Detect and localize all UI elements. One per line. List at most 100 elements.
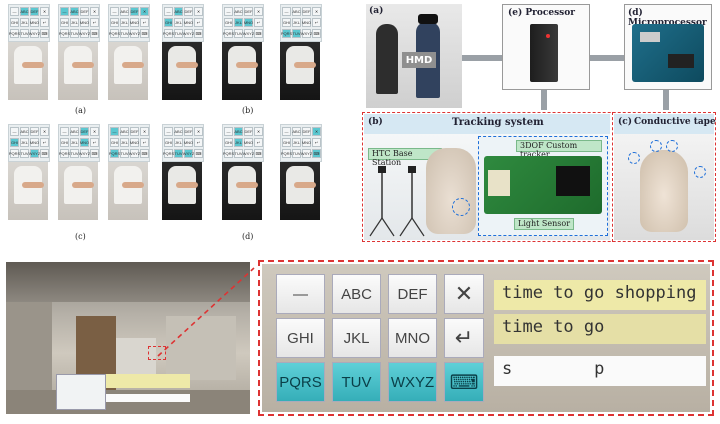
key-jkl[interactable]: JKL [332, 318, 381, 358]
gloved-hand [426, 148, 476, 234]
thumb-key: WXYZ [78, 29, 91, 38]
mini-keyboard [56, 374, 106, 410]
thumb-key: TUV [70, 149, 79, 158]
thumb-key: DEF [244, 7, 253, 16]
thumb-key: JKL [20, 18, 29, 27]
tracking-title: Tracking system [452, 117, 544, 128]
thumb-key: GHI [60, 18, 69, 27]
thumb-key: ⌨ [140, 29, 149, 38]
thumb-key: WXYZ [28, 149, 41, 158]
key-tuv[interactable]: TUV [332, 362, 381, 402]
gesture-photo [8, 162, 48, 220]
thumb-key: ✕ [140, 7, 149, 16]
key-pqrs-label: PQRS [279, 373, 322, 391]
key-keyboard-toggle[interactable]: ⌨ [444, 362, 484, 402]
thumb-key: DEF [130, 7, 139, 16]
mini-input-panel [106, 394, 190, 402]
thumb-key: — [282, 127, 291, 136]
key-wxyz[interactable]: WXYZ [388, 362, 437, 402]
key-space[interactable]: — [276, 274, 325, 314]
suggestion-2[interactable]: time to go [494, 314, 706, 344]
glove-hand [640, 150, 688, 232]
thumb-key: TUV [20, 149, 29, 158]
conductive-label: (c) [618, 117, 632, 127]
thumb-key: ↵ [312, 138, 321, 147]
thumb-key: ✕ [194, 127, 203, 136]
thumb-key: PQRS [58, 149, 71, 158]
thumb-key: TUV [234, 149, 243, 158]
pcb-icon [484, 156, 602, 214]
thumb-key: DEF [80, 7, 89, 16]
thumb-key: DEF [244, 127, 253, 136]
thumb-key: ↵ [194, 138, 203, 147]
thumb-key: DEF [30, 7, 39, 16]
gesture-photo [8, 42, 48, 100]
thumb-key: JKL [234, 138, 243, 147]
thumb-key: GHI [110, 18, 119, 27]
thumb-key: MNO [129, 18, 140, 27]
gesture-photo [280, 162, 320, 220]
thumb-key: ↵ [140, 18, 149, 27]
thumb-key: — [164, 127, 173, 136]
thumb-key: MNO [301, 138, 312, 147]
key-ghi[interactable]: GHI [276, 318, 325, 358]
thumb-key: JKL [70, 138, 79, 147]
thumb-key: GHI [110, 138, 119, 147]
tracking-divider [612, 112, 613, 242]
thumb-key: TUV [174, 149, 183, 158]
thumb-key: DEF [80, 127, 89, 136]
tracking-header [364, 114, 610, 134]
suggestion-1[interactable]: time to go shopping [494, 280, 706, 310]
thumb-key: TUV [20, 29, 29, 38]
thumb-key: — [10, 127, 19, 136]
thumb-key: ↵ [194, 18, 203, 27]
thumb-key: ABC [234, 127, 243, 136]
base-station-label: HTC Base Station [372, 149, 413, 167]
thumb-key: ⌨ [194, 149, 203, 158]
thumb-key: WXYZ [128, 149, 141, 158]
thumb-key: PQRS [280, 29, 293, 38]
thumb-key: WXYZ [78, 149, 91, 158]
thumb-key: JKL [70, 18, 79, 27]
thumb-key: TUV [174, 29, 183, 38]
thumb-key: ↵ [140, 138, 149, 147]
key-tuv-label: TUV [341, 373, 372, 391]
text-input-field[interactable]: s p [494, 356, 706, 386]
key-delete[interactable]: ✕ [444, 274, 484, 314]
thumb-key: ABC [20, 127, 29, 136]
thumb-key: GHI [164, 138, 173, 147]
tape-marker [650, 140, 662, 152]
thumb-key: ✕ [40, 127, 49, 136]
key-mno[interactable]: MNO [388, 318, 437, 358]
thumb-key: ✕ [90, 127, 99, 136]
thumb-key: ⌨ [40, 29, 49, 38]
thumb-key: PQRS [222, 29, 235, 38]
connector [663, 88, 669, 110]
thumb-key: GHI [164, 18, 173, 27]
key-def[interactable]: DEF [388, 274, 437, 314]
thumb-key: PQRS [8, 149, 21, 158]
thumb-key: ⌨ [194, 29, 203, 38]
enter-icon: ↵ [454, 325, 474, 350]
thumb-key: GHI [60, 138, 69, 147]
thumb-key: — [60, 7, 69, 16]
thumb-key: — [10, 7, 19, 16]
key-enter[interactable]: ↵ [444, 318, 484, 358]
key-abc[interactable]: ABC [332, 274, 381, 314]
thumb-key: — [110, 127, 119, 136]
thumb-key: TUV [234, 29, 243, 38]
thumb-key: JKL [292, 138, 301, 147]
thumb-key: PQRS [162, 29, 175, 38]
thumb-key: ABC [292, 7, 301, 16]
key-pqrs[interactable]: PQRS [276, 362, 325, 402]
key-mno-label: MNO [395, 329, 430, 347]
thumb-key: ABC [174, 7, 183, 16]
tracking-region [362, 112, 716, 242]
thumb-key: MNO [29, 138, 40, 147]
